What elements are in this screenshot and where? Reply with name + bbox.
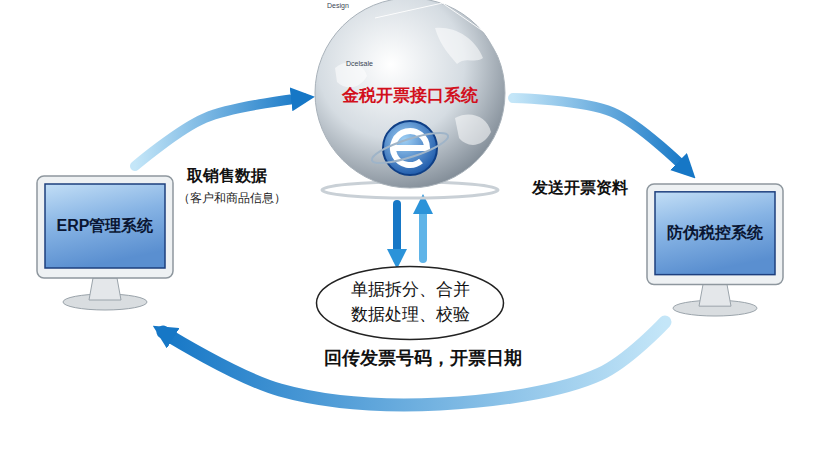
- monitor-screen: [45, 184, 165, 268]
- node-text-box: 防伪税控系统: [657, 194, 773, 272]
- node-label: 单据拆分、合并 数据处理、校验: [347, 278, 473, 327]
- globe-continent: [455, 114, 491, 144]
- monitor-bezel: [37, 176, 173, 278]
- monitor-system: ERP管理系统: [35, 172, 175, 312]
- e-logo-orbit: [369, 127, 451, 169]
- edge-label: 回传发票号码，开票日期: [322, 346, 524, 370]
- ellipse-outline: [317, 267, 504, 340]
- monitor-shape: [35, 172, 175, 312]
- edge-label: 发送开票资料: [530, 178, 630, 199]
- globe-system: 金税开票接口系统: [315, 0, 505, 198]
- node-label: ERP管理系统: [57, 214, 154, 237]
- node-text-box: 单据拆分、合并 数据处理、校验: [347, 271, 473, 335]
- node-text-box: 金税开票接口系统: [315, 82, 505, 110]
- flow-arrow: [513, 98, 687, 170]
- monitor-screen: [655, 192, 775, 275]
- node-text-box: ERP管理系统: [47, 186, 163, 266]
- monitor-neck: [89, 278, 121, 300]
- globe-continent: [435, 28, 483, 64]
- e-logo-disk: [383, 121, 437, 175]
- node-label: 防伪税控系统: [667, 221, 763, 244]
- node-label: 金税开票接口系统: [342, 84, 478, 109]
- flow-arrow: [419, 204, 427, 259]
- monitor-system: 防伪税控系统: [645, 180, 785, 318]
- globe-tag: Design: [327, 2, 349, 9]
- flow-arrow: [135, 98, 303, 166]
- edge-sublabel: （客户和商品信息）: [178, 190, 286, 207]
- monitor-neck: [699, 284, 731, 306]
- network-line: [435, 0, 493, 38]
- ellipse-shape: [315, 265, 505, 341]
- network-line: [465, 0, 500, 58]
- globe-tag: Dcelsale: [346, 60, 373, 67]
- network-line: [375, 0, 465, 18]
- process-ellipse: 单据拆分、合并 数据处理、校验: [315, 265, 505, 341]
- monitor-shape: [645, 180, 785, 318]
- edge-label: 取销售数据: [185, 166, 269, 187]
- monitor-bezel: [647, 184, 783, 285]
- flow-arrow: [393, 204, 401, 259]
- globe-sphere: [315, 0, 505, 188]
